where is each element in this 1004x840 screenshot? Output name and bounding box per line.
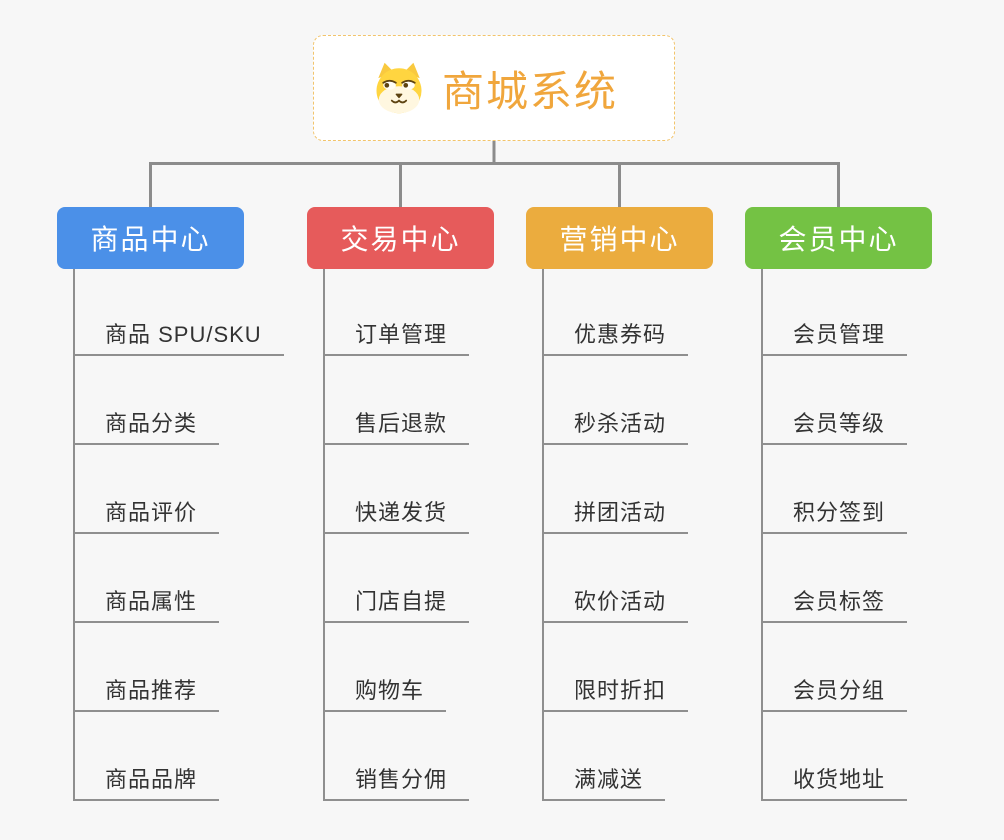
leaf-label: 积分签到 [763,495,908,534]
branch-label: 会员中心 [778,224,899,255]
leaf-node[interactable]: 会员等级 [763,356,908,445]
leaf-node[interactable]: 商品分类 [75,356,284,445]
leaf-label: 优惠券码 [544,317,689,356]
leaf-label: 收货地址 [763,762,908,801]
leaf-label: 会员标签 [763,584,908,623]
leaf-label: 销售分佣 [325,762,470,801]
leaf-node[interactable]: 积分签到 [763,445,908,534]
leaf-node[interactable]: 商品属性 [75,534,284,623]
leaf-node[interactable]: 会员分组 [763,623,908,712]
leaf-label: 商品属性 [75,584,220,623]
leaf-node[interactable]: 商品评价 [75,445,284,534]
leaf-node[interactable]: 限时折扣 [544,623,689,712]
leaf-label: 商品推荐 [75,673,220,712]
branch-label: 营销中心 [559,224,680,255]
leaf-label: 会员等级 [763,406,908,445]
leaf-label: 快递发货 [325,495,470,534]
leaf-node[interactable]: 购物车 [325,623,469,712]
branch-node-marketing-center[interactable]: 营销中心 [526,207,713,269]
leaf-label: 订单管理 [325,317,470,356]
leaf-node[interactable]: 门店自提 [325,534,470,623]
branch-children-marketing-center: 优惠券码 秒杀活动 拼团活动 砍价活动 限时折扣 满减送 [542,267,689,801]
leaf-label: 商品评价 [75,495,220,534]
leaf-label: 售后退款 [325,406,470,445]
leaf-label: 商品品牌 [75,762,220,801]
leaf-label: 门店自提 [325,584,470,623]
branch-label: 交易中心 [340,224,461,255]
branch-children-member-center: 会员管理 会员等级 积分签到 会员标签 会员分组 收货地址 [761,267,908,801]
leaf-node[interactable]: 商品推荐 [75,623,284,712]
leaf-node[interactable]: 商品 SPU/SKU [75,267,284,356]
leaf-node[interactable]: 满减送 [544,712,688,801]
leaf-label: 限时折扣 [544,673,689,712]
dog-face-icon [370,61,428,115]
leaf-node[interactable]: 会员管理 [763,267,908,356]
leaf-label: 商品 SPU/SKU [75,317,284,356]
leaf-node[interactable]: 拼团活动 [544,445,689,534]
branch-node-trade-center[interactable]: 交易中心 [307,207,494,269]
leaf-node[interactable]: 商品品牌 [75,712,284,801]
leaf-label: 秒杀活动 [544,406,689,445]
leaf-label: 会员管理 [763,317,908,356]
leaf-label: 购物车 [325,673,447,712]
leaf-node[interactable]: 收货地址 [763,712,908,801]
leaf-node[interactable]: 快递发货 [325,445,470,534]
leaf-node[interactable]: 砍价活动 [544,534,689,623]
leaf-label: 满减送 [544,762,666,801]
branch-node-product-center[interactable]: 商品中心 [57,207,244,269]
leaf-node[interactable]: 售后退款 [325,356,470,445]
leaf-node[interactable]: 订单管理 [325,267,470,356]
branch-children-trade-center: 订单管理 售后退款 快递发货 门店自提 购物车 销售分佣 [323,267,470,801]
root-node[interactable]: 商城系统 [313,35,675,141]
leaf-node[interactable]: 优惠券码 [544,267,689,356]
branch-children-product-center: 商品 SPU/SKU 商品分类 商品评价 商品属性 商品推荐 商品品牌 [73,267,284,801]
leaf-node[interactable]: 秒杀活动 [544,356,689,445]
branch-node-member-center[interactable]: 会员中心 [745,207,932,269]
leaf-node[interactable]: 会员标签 [763,534,908,623]
leaf-node[interactable]: 销售分佣 [325,712,470,801]
root-title: 商城系统 [441,67,618,115]
leaf-label: 商品分类 [75,406,220,445]
leaf-label: 砍价活动 [544,584,689,623]
branch-label: 商品中心 [90,224,211,255]
leaf-label: 拼团活动 [544,495,689,534]
leaf-label: 会员分组 [763,673,908,712]
